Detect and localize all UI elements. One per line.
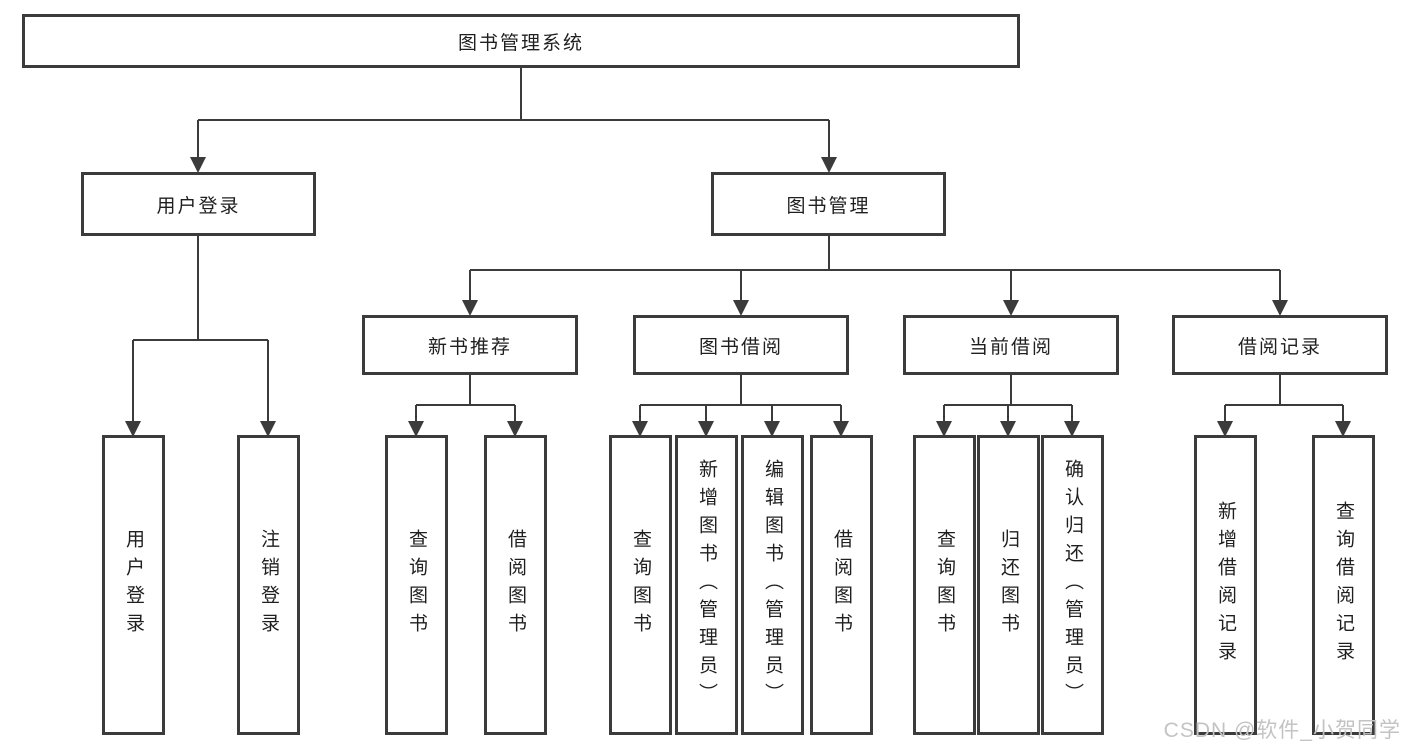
arrowhead: [698, 421, 714, 437]
leaf-record-add-borrow-record-label: 新增借阅记录: [1215, 501, 1236, 669]
arrowhead: [507, 421, 523, 437]
edge-newrec-children: [415, 375, 516, 423]
leaf-logout: 注销登录: [237, 435, 300, 735]
connector-edges: [132, 68, 1344, 423]
arrowhead: [408, 421, 424, 437]
leaf-current-return-book-label: 归还图书: [998, 529, 1019, 641]
leaf-borrow-query-book: 查询图书: [609, 435, 672, 735]
leaf-current-return-book: 归还图书: [977, 435, 1040, 735]
edge-root-children: [197, 68, 830, 159]
node-user-login-label: 用户登录: [156, 195, 241, 217]
leaf-record-query-borrow-record-label: 查询借阅记录: [1333, 501, 1354, 669]
leaf-borrow-add-book-admin: 新增图书（管理员）: [675, 435, 738, 735]
node-root: 图书管理系统: [22, 14, 1020, 68]
leaf-record-add-borrow-record: 新增借阅记录: [1194, 435, 1257, 735]
leaf-user-login-label: 用户登录: [123, 529, 144, 641]
node-new-book-recommend-label: 新书推荐: [427, 336, 512, 358]
arrowhead: [1217, 421, 1233, 437]
leaf-borrow-borrow-book-label: 借阅图书: [831, 529, 852, 641]
arrowhead: [1335, 421, 1351, 437]
leaf-current-query-book-label: 查询图书: [934, 529, 955, 641]
leaf-borrow-query-book-label: 查询图书: [630, 529, 651, 641]
leaf-newrec-query-book: 查询图书: [385, 435, 448, 735]
arrowhead: [125, 421, 141, 437]
leaf-current-confirm-return-admin-label: 确认归还（管理员）: [1062, 459, 1083, 711]
edge-userlogin-children: [132, 236, 269, 423]
node-borrow-record-label: 借阅记录: [1237, 336, 1322, 358]
arrowhead: [462, 300, 478, 316]
node-root-label: 图书管理系统: [457, 32, 584, 54]
node-new-book-recommend: 新书推荐: [362, 315, 578, 375]
node-borrow-record: 借阅记录: [1172, 315, 1388, 375]
arrowhead: [936, 421, 952, 437]
edge-bookborrow-children: [639, 375, 842, 423]
arrowheads: [125, 157, 1351, 437]
arrowhead: [733, 300, 749, 316]
arrowhead: [1272, 300, 1288, 316]
leaf-newrec-query-book-label: 查询图书: [406, 529, 427, 641]
csdn-watermark: CSDN @软件_小贺同学: [1163, 719, 1401, 742]
node-current-borrow: 当前借阅: [903, 315, 1119, 375]
leaf-borrow-edit-book-admin: 编辑图书（管理员）: [741, 435, 804, 735]
edge-record-children: [1224, 375, 1344, 423]
leaf-current-confirm-return-admin: 确认归还（管理员）: [1041, 435, 1104, 735]
arrowhead: [1003, 300, 1019, 316]
node-book-management-label: 图书管理: [786, 195, 871, 217]
leaf-logout-label: 注销登录: [258, 529, 279, 641]
arrowhead: [260, 421, 276, 437]
leaf-borrow-edit-book-admin-label: 编辑图书（管理员）: [762, 459, 783, 711]
arrowhead: [190, 157, 206, 173]
leaf-current-query-book: 查询图书: [913, 435, 976, 735]
arrowhead: [1000, 421, 1016, 437]
edge-bookmgmt-children: [469, 236, 1281, 302]
node-user-login: 用户登录: [81, 172, 316, 236]
node-book-borrow: 图书借阅: [633, 315, 849, 375]
leaf-borrow-add-book-admin-label: 新增图书（管理员）: [696, 459, 717, 711]
node-current-borrow-label: 当前借阅: [968, 336, 1053, 358]
arrowhead: [821, 157, 837, 173]
arrowhead: [833, 421, 849, 437]
leaf-record-query-borrow-record: 查询借阅记录: [1312, 435, 1375, 735]
node-book-management: 图书管理: [711, 172, 946, 236]
arrowhead: [1064, 421, 1080, 437]
leaf-newrec-borrow-book: 借阅图书: [484, 435, 547, 735]
node-book-borrow-label: 图书借阅: [698, 336, 783, 358]
leaf-user-login: 用户登录: [102, 435, 165, 735]
leaf-borrow-borrow-book: 借阅图书: [810, 435, 873, 735]
arrowhead: [632, 421, 648, 437]
edge-curborrow-children: [943, 375, 1073, 423]
arrowhead: [764, 421, 780, 437]
leaf-newrec-borrow-book-label: 借阅图书: [505, 529, 526, 641]
